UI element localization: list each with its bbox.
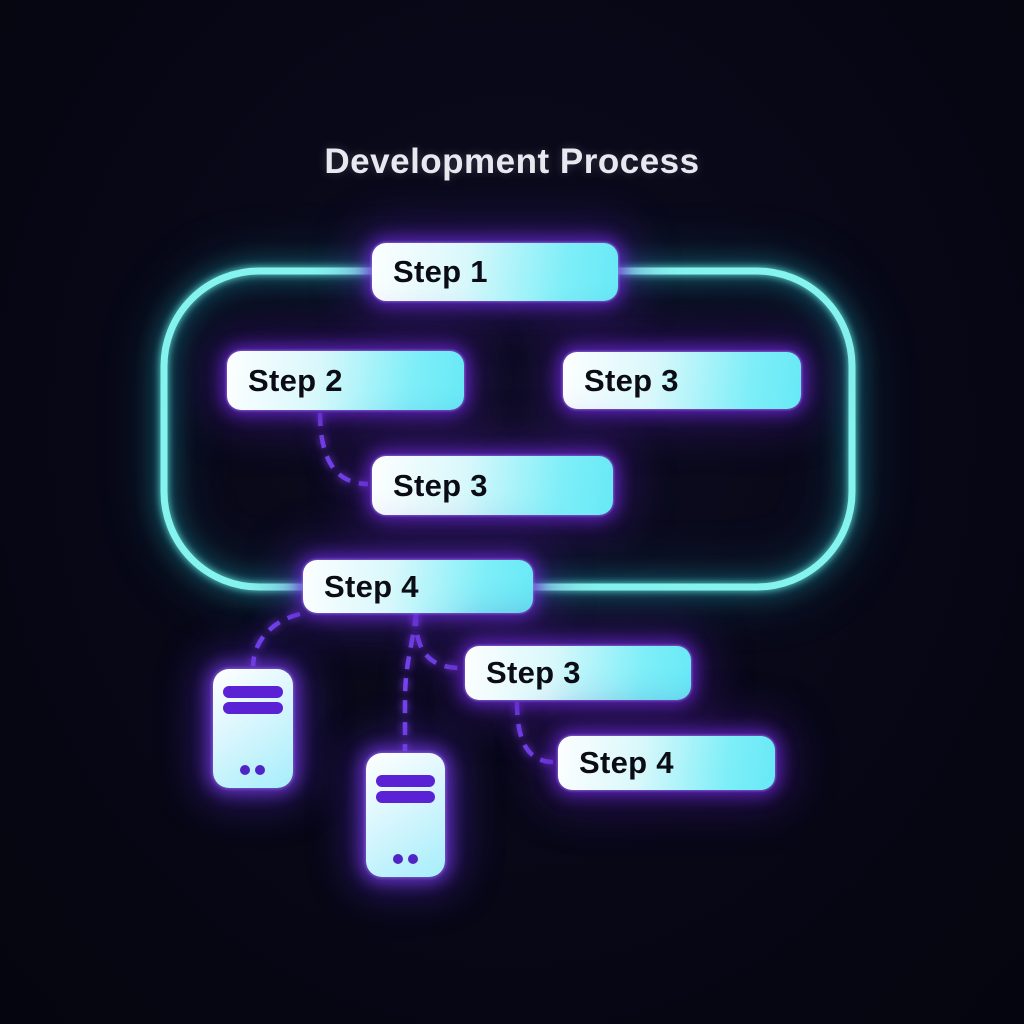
server-dot-icon — [240, 765, 250, 775]
server-icon — [366, 753, 445, 877]
node-step-3-right-label: Step 3 — [584, 362, 679, 398]
server-dot-icon — [255, 765, 265, 775]
connector-step4-to-step3-lower — [413, 612, 462, 671]
connector-step4-to-device2 — [402, 612, 419, 751]
node-step-3-right: Step 3 — [563, 352, 801, 409]
server-icon — [213, 669, 293, 788]
connector-step2-to-step3-middle — [317, 412, 369, 487]
node-step-4-main: Step 4 — [303, 560, 533, 613]
diagram-title: Development Process — [324, 142, 700, 181]
server-dot-icon — [407, 854, 418, 864]
node-step-3-lower-label: Step 3 — [486, 655, 581, 690]
connector-step4-to-device1 — [250, 611, 301, 667]
node-step-1-label: Step 1 — [393, 254, 488, 289]
node-step-1: Step 1 — [372, 243, 618, 301]
server-bar-icon — [223, 686, 283, 698]
node-step-4-lower: Step 4 — [558, 736, 775, 790]
node-step-2-label: Step 2 — [248, 362, 343, 398]
process-loop-outline — [160, 267, 856, 591]
node-step-4-main-label: Step 4 — [324, 568, 419, 604]
server-bar-icon — [376, 775, 435, 787]
node-step-4-lower-label: Step 4 — [579, 745, 674, 780]
node-step-3-middle: Step 3 — [372, 456, 613, 515]
node-step-2: Step 2 — [227, 351, 464, 410]
server-bar-icon — [223, 702, 283, 714]
server-bar-icon — [376, 791, 435, 803]
server-dot-icon — [392, 854, 403, 864]
connector-step3-lower-to-step4-lower — [514, 701, 555, 765]
node-step-3-lower: Step 3 — [465, 646, 691, 700]
node-step-3-middle-label: Step 3 — [393, 467, 488, 503]
